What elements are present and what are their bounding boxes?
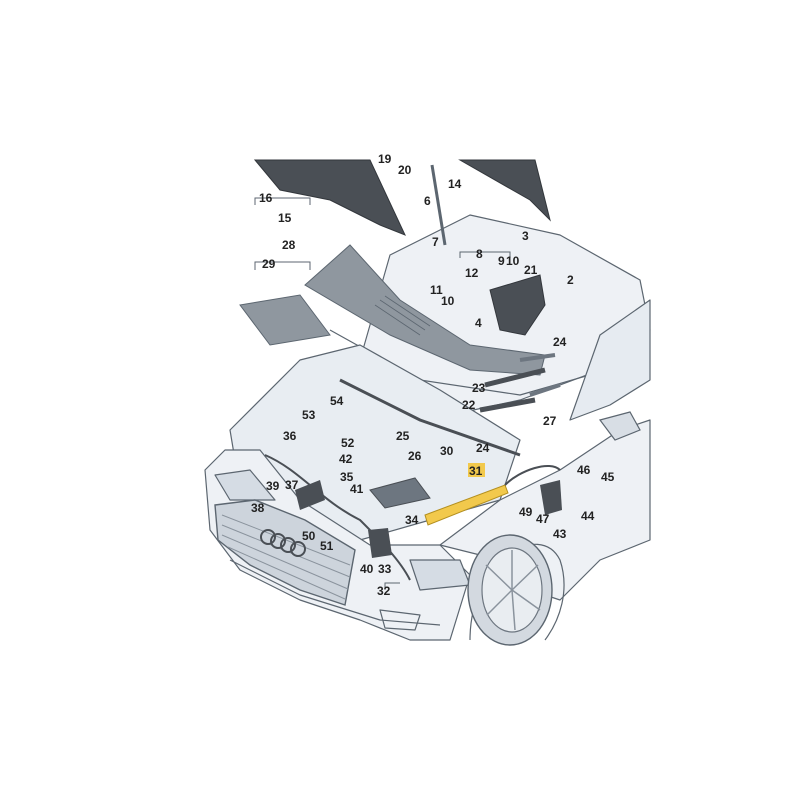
callout-40: 40 [360, 562, 374, 576]
plenum-mesh [374, 295, 431, 336]
left-latch [295, 480, 325, 510]
callout-labels: 2 3 4 6 7 8 9 10 11 12 10 14 15 16 19 20… [251, 152, 615, 598]
callout-38: 38 [251, 501, 265, 515]
callout-34: 34 [405, 513, 419, 527]
callout-31: 31 [469, 464, 483, 478]
wiper-motor-assembly [489, 274, 546, 336]
front-grille [214, 499, 356, 606]
callout-12: 12 [465, 266, 479, 280]
cable-right [504, 465, 561, 486]
callout-49: 49 [519, 505, 533, 519]
callout-36: 36 [283, 429, 297, 443]
engine-cover [369, 477, 431, 509]
callout-8: 8 [476, 247, 483, 261]
callout-26: 26 [408, 449, 422, 463]
headlight-right [409, 559, 471, 591]
center-lock [368, 528, 392, 558]
callout-31-highlight [468, 463, 485, 477]
callout-27: 27 [543, 414, 557, 428]
callout-54: 54 [330, 394, 344, 408]
callout-25: 25 [396, 429, 410, 443]
callout-16: 16 [259, 191, 273, 205]
bonnet-panel-left [253, 159, 406, 236]
cover-panel [239, 294, 331, 346]
fog-light [379, 609, 421, 631]
callout-7: 7 [432, 235, 439, 249]
callout-24: 24 [553, 335, 567, 349]
lower-bumper-line [229, 559, 441, 626]
right-hinge [540, 480, 562, 515]
callout-11: 11 [430, 283, 443, 297]
bonnet-panel-right [458, 159, 551, 222]
callout-35: 35 [340, 470, 354, 484]
callout-33: 33 [378, 562, 392, 576]
hood-seal-strip [339, 378, 521, 457]
callout-52: 52 [341, 436, 355, 450]
callout-30: 30 [440, 444, 454, 458]
front-wheel [467, 534, 553, 646]
callout-20: 20 [398, 163, 412, 177]
callout-24b: 24 [476, 441, 490, 455]
callout-15: 15 [278, 211, 292, 225]
callout-45: 45 [601, 470, 615, 484]
headlight-left [214, 469, 276, 501]
side-glass [569, 299, 651, 421]
callout-43: 43 [553, 527, 567, 541]
callout-51: 51 [320, 539, 334, 553]
brand-rings-logo [260, 529, 306, 557]
callout-10: 10 [506, 254, 520, 268]
callout-22: 22 [462, 398, 476, 412]
callout-14: 14 [448, 177, 462, 191]
callout-39: 39 [266, 479, 280, 493]
callout-46: 46 [577, 463, 591, 477]
callout-37: 37 [285, 478, 299, 492]
callout-28: 28 [282, 238, 296, 252]
callout-10b: 10 [441, 294, 455, 308]
leader-line-group [254, 197, 511, 590]
callout-47: 47 [536, 512, 550, 526]
release-cable [264, 454, 411, 581]
callout-53: 53 [302, 408, 316, 422]
callout-6: 6 [424, 194, 431, 208]
callout-44: 44 [581, 509, 595, 523]
wiper-arms [479, 367, 546, 413]
callout-3: 3 [522, 229, 529, 243]
callout-9: 9 [498, 254, 505, 268]
callout-50: 50 [302, 529, 316, 543]
side-mirror [598, 411, 641, 441]
gas-strut [430, 164, 447, 246]
side-trim-strips [519, 353, 561, 397]
callout-2: 2 [567, 273, 574, 287]
callout-42: 42 [339, 452, 353, 466]
callout-29: 29 [262, 257, 276, 271]
callout-23: 23 [472, 381, 486, 395]
callout-41: 41 [350, 482, 364, 496]
callout-21: 21 [524, 263, 538, 277]
highlighted-seal-strip [424, 484, 509, 526]
callout-4: 4 [475, 316, 482, 330]
callout-32: 32 [377, 584, 391, 598]
callout-19: 19 [378, 152, 392, 166]
